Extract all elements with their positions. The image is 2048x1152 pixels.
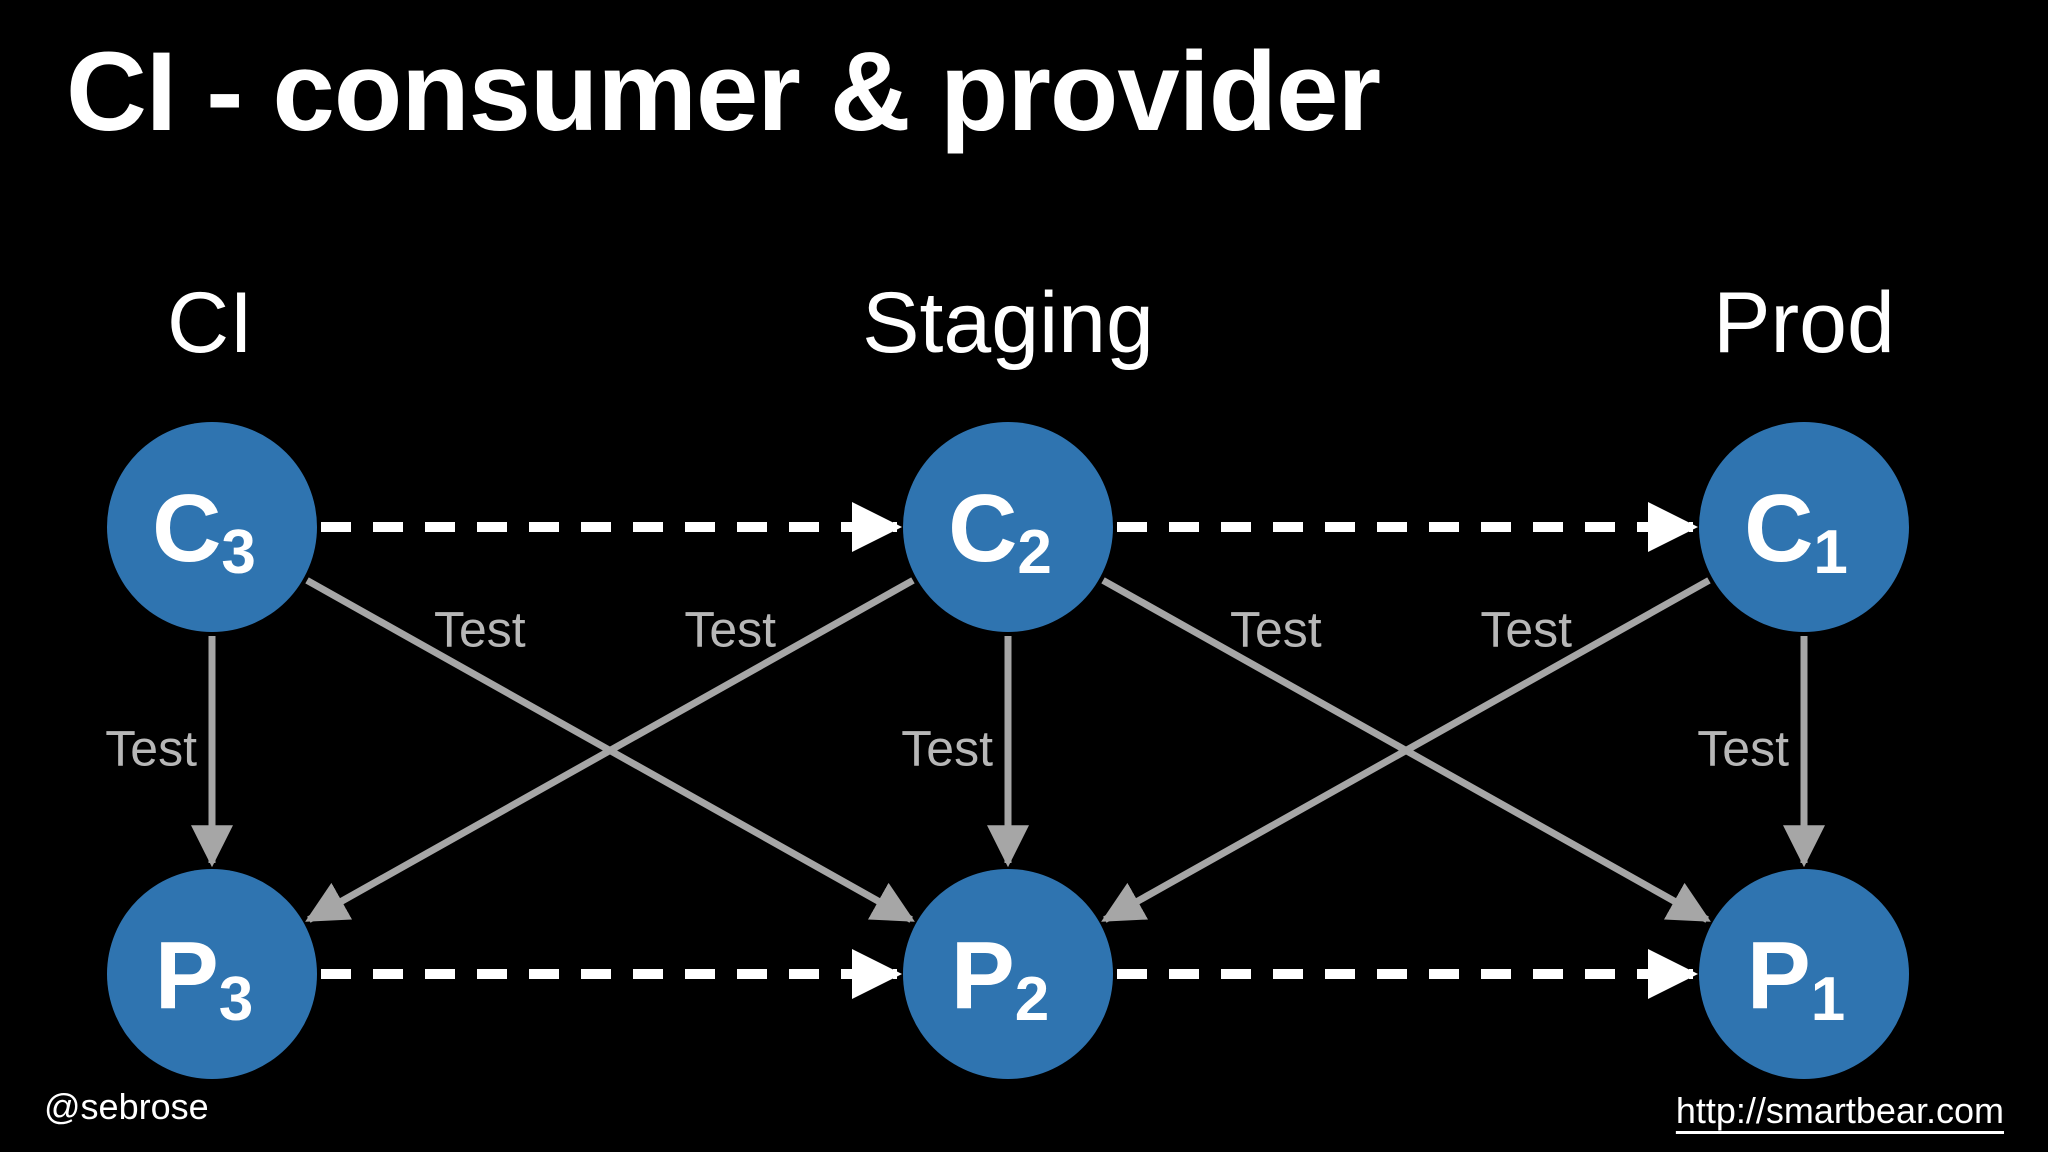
node-label-c1: C1 — [1744, 475, 1848, 587]
node-subscript-p3: 3 — [219, 965, 253, 1034]
node-label-c2: C2 — [948, 475, 1052, 587]
node-letter-c1: C — [1744, 475, 1813, 582]
node-circle-p1 — [1699, 869, 1909, 1079]
node-p1: P1 — [1699, 869, 1909, 1079]
edge-label-c3-to-p2: Test — [434, 601, 526, 657]
column-label-prod: Prod — [1713, 275, 1895, 371]
node-label-p1: P1 — [1747, 922, 1846, 1034]
node-circle-p2 — [903, 869, 1113, 1079]
node-letter-c3: C — [152, 475, 221, 582]
node-subscript-p2: 2 — [1015, 965, 1049, 1034]
node-circle-c3 — [107, 422, 317, 632]
footer-url-link[interactable]: http://smartbear.com — [1675, 1090, 2004, 1131]
node-circle-p3 — [107, 869, 317, 1079]
node-c3: C3 — [107, 422, 317, 632]
node-subscript-c2: 2 — [1017, 518, 1051, 587]
node-label-p3: P3 — [155, 922, 254, 1034]
edge-label-c3-to-p3: Test — [105, 721, 197, 777]
edge-label-c1-to-p1: Test — [1697, 721, 1789, 777]
column-label-staging: Staging — [862, 275, 1154, 371]
node-circle-c2 — [903, 422, 1113, 632]
footer-handle: @sebrose — [44, 1086, 209, 1127]
column-label-ci: CI — [167, 275, 253, 371]
node-subscript-c1: 1 — [1813, 518, 1847, 587]
slide-title: CI - consumer & provider — [66, 29, 1381, 154]
node-letter-p2: P — [951, 922, 1015, 1029]
edge-label-c2-to-p1: Test — [1230, 601, 1322, 657]
edge-label-c2-to-p3: Test — [684, 601, 776, 657]
node-circle-c1 — [1699, 422, 1909, 632]
node-subscript-p1: 1 — [1811, 965, 1845, 1034]
node-letter-p1: P — [1747, 922, 1811, 1029]
edges-layer — [191, 502, 1825, 999]
edge-c1-to-p2 — [1101, 577, 1711, 923]
node-c2: C2 — [903, 422, 1113, 632]
edge-label-c1-to-p2: Test — [1480, 601, 1572, 657]
node-c1: C1 — [1699, 422, 1909, 632]
node-p3: P3 — [107, 869, 317, 1079]
node-label-p2: P2 — [951, 922, 1050, 1034]
node-p2: P2 — [903, 869, 1113, 1079]
node-letter-p3: P — [155, 922, 219, 1029]
edge-label-c2-to-p2: Test — [901, 721, 993, 777]
edge-c2-to-p3 — [305, 577, 915, 923]
node-subscript-c3: 3 — [221, 518, 255, 587]
node-letter-c2: C — [948, 475, 1017, 582]
node-label-c3: C3 — [152, 475, 256, 587]
